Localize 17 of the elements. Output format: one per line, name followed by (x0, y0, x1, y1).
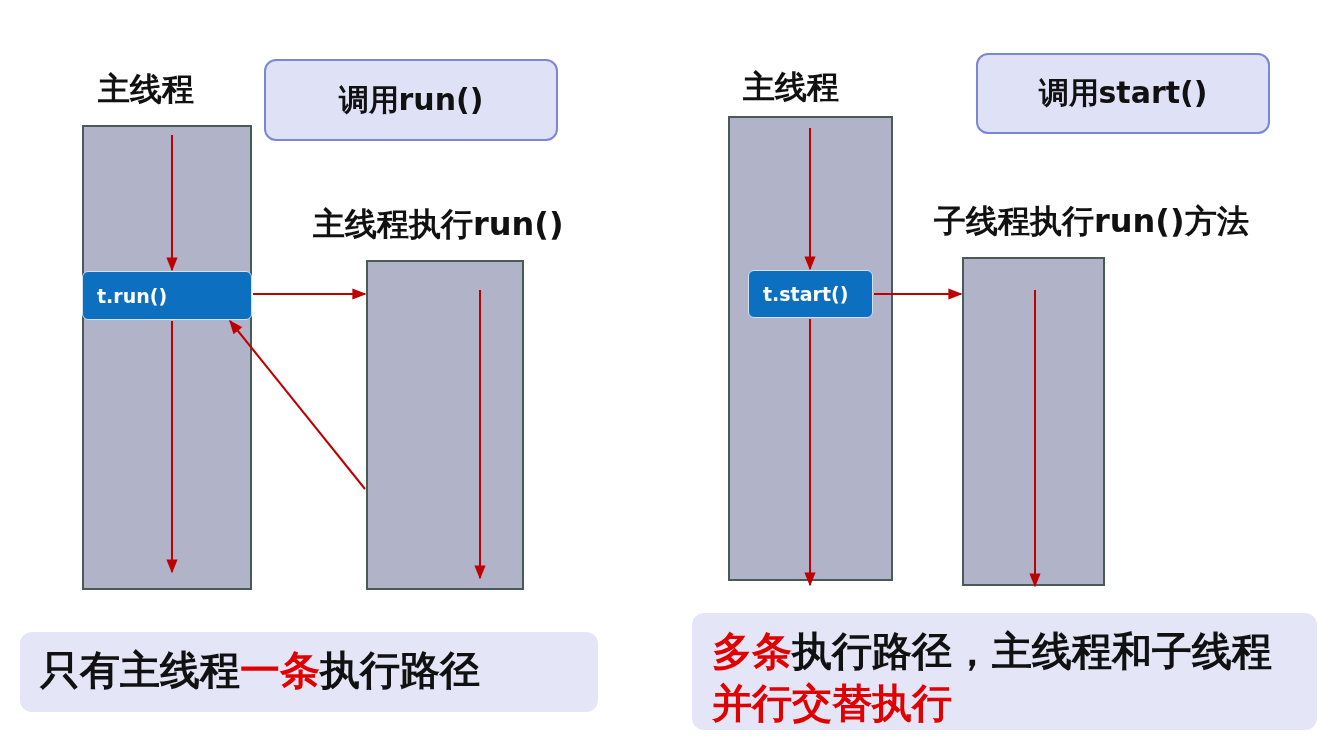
column-heading: 主线程 (743, 67, 839, 108)
call-label-box: 调用start() (976, 53, 1270, 134)
column-heading: 主线程 (98, 69, 194, 110)
arrow (804, 127, 816, 271)
method-call-box: t.start() (748, 270, 873, 318)
arrow (166, 320, 178, 574)
column-heading: 子线程执行run()方法 (934, 201, 1249, 242)
arrow (166, 134, 178, 272)
column-heading: 主线程执行run() (313, 204, 564, 245)
method-call-box: t.run() (82, 271, 252, 320)
arrow (252, 288, 367, 300)
arrow (804, 318, 816, 587)
summary-box: 多条执行路径，主线程和子线程并行交替执行 (692, 613, 1317, 730)
arrow (873, 288, 963, 300)
summary-box: 只有主线程一条执行路径 (20, 632, 598, 712)
call-label-box: 调用run() (264, 59, 558, 141)
arrow (229, 319, 366, 490)
